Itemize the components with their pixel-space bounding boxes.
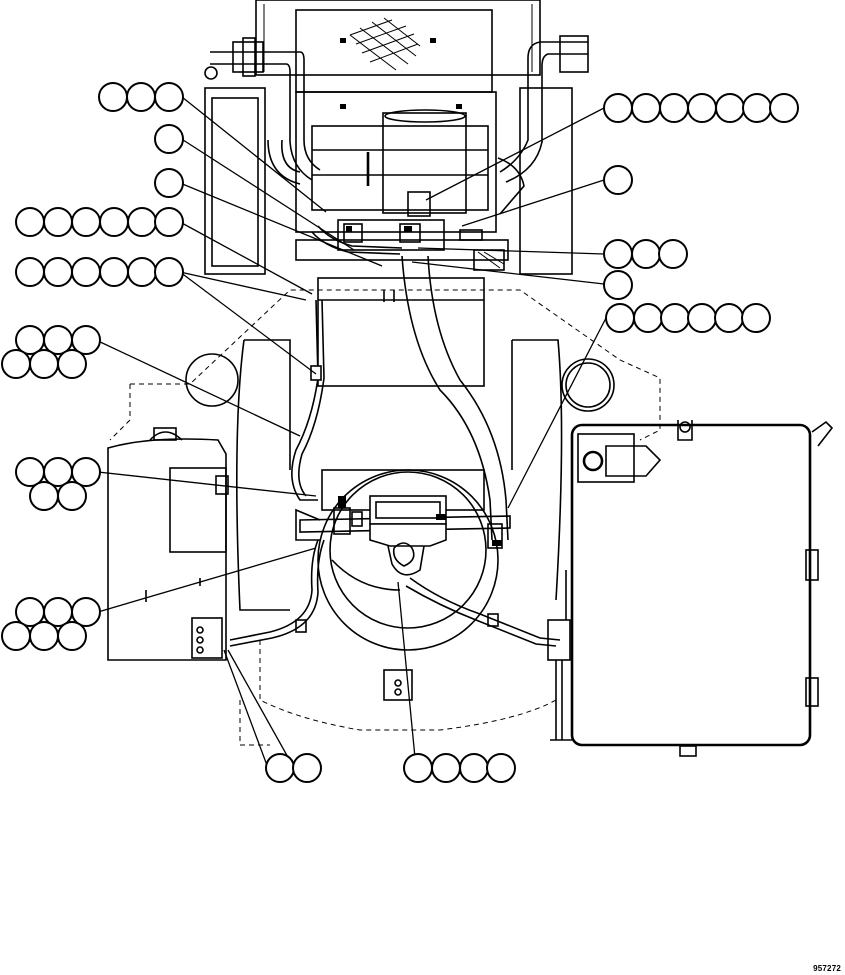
callout-group-left-6b: [15, 257, 184, 287]
callout-bubble: [57, 349, 87, 379]
top-housing: [204, 0, 573, 275]
callout-group-top-right: [603, 93, 799, 123]
callout-bubble: [98, 82, 128, 112]
callout-group-left-5: [15, 457, 101, 511]
callout-bubble: [57, 621, 87, 651]
callout-bubble: [1, 349, 31, 379]
callout-bubble: [71, 257, 101, 287]
callout-bubble: [71, 325, 101, 355]
callout-group-bottom-2: [265, 753, 322, 783]
callout-bubble: [631, 93, 661, 123]
callout-group-left-6c: [1, 325, 101, 379]
callout-group-top-left: [98, 82, 184, 112]
callout-bubble: [1, 621, 31, 651]
callout-single-left-1: [154, 124, 184, 154]
callout-bubble: [127, 207, 157, 237]
callout-single-right-2: [603, 270, 633, 300]
hoses: [229, 255, 561, 647]
callout-bubble: [15, 257, 45, 287]
left-tank: [107, 427, 229, 661]
callout-bubble: [769, 93, 799, 123]
callout-bubble: [154, 257, 184, 287]
right-tank: [547, 420, 834, 757]
callout-bubble: [403, 753, 433, 783]
callout-bubble: [99, 257, 129, 287]
callout-bubble: [714, 303, 744, 333]
callout-bubble: [603, 270, 633, 300]
callout-bubble: [459, 753, 489, 783]
grille: [340, 17, 462, 109]
callout-group-right-6: [605, 303, 771, 333]
callout-bubble: [603, 165, 633, 195]
callout-single-right-1: [603, 165, 633, 195]
callout-group-bottom-4: [403, 753, 516, 783]
callout-bubble: [603, 239, 633, 269]
callout-bubble: [99, 207, 129, 237]
callout-bubble: [71, 457, 101, 487]
intake-pipes: [204, 35, 589, 215]
callout-bubble: [633, 303, 663, 333]
center-fittings: [295, 219, 509, 271]
callout-group-left-6d: [1, 597, 101, 651]
callout-bubble: [154, 207, 184, 237]
callout-bubble: [605, 303, 635, 333]
callout-bubble: [43, 257, 73, 287]
lower-assembly: [295, 469, 511, 701]
callout-bubble: [742, 93, 772, 123]
callout-bubble: [71, 207, 101, 237]
callout-bubble: [154, 124, 184, 154]
callout-bubble: [292, 753, 322, 783]
callout-bubble: [29, 349, 59, 379]
callout-bubble: [43, 207, 73, 237]
callout-bubble: [15, 207, 45, 237]
callout-bubble: [127, 257, 157, 287]
callout-single-left-2: [154, 168, 184, 198]
callout-bubble: [265, 753, 295, 783]
callout-bubble: [687, 93, 717, 123]
leader-lines: [95, 96, 607, 769]
callout-bubble: [741, 303, 771, 333]
callout-bubble: [29, 481, 59, 511]
callout-bubble: [659, 93, 689, 123]
callout-bubble: [631, 239, 661, 269]
callout-bubble: [687, 303, 717, 333]
callout-bubble: [29, 621, 59, 651]
callout-bubble: [154, 168, 184, 198]
callout-bubble: [715, 93, 745, 123]
figure-id: 957272: [813, 964, 841, 973]
callout-group-right-3: [603, 239, 688, 269]
callout-bubble: [71, 597, 101, 627]
callout-bubble: [603, 93, 633, 123]
callout-bubble: [486, 753, 516, 783]
callout-bubble: [658, 239, 688, 269]
callout-bubble: [154, 82, 184, 112]
side-panels: [185, 339, 615, 611]
callout-bubble: [431, 753, 461, 783]
callout-bubble: [57, 481, 87, 511]
callout-bubble: [126, 82, 156, 112]
callout-group-left-6a: [15, 207, 184, 237]
callout-bubble: [660, 303, 690, 333]
